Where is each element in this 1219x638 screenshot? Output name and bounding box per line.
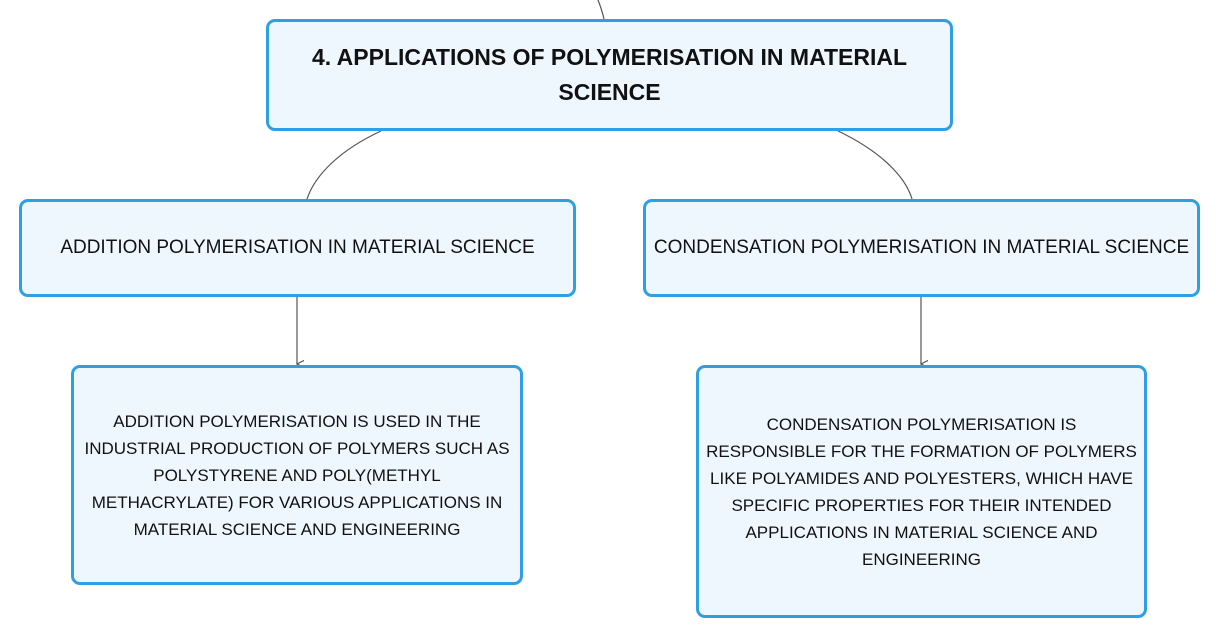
addition-polymerisation-detail-node[interactable]: ADDITION POLYMERISATION IS USED IN THE I…	[71, 365, 523, 585]
addition-polymerisation-node[interactable]: ADDITION POLYMERISATION IN MATERIAL SCIE…	[19, 199, 576, 297]
addition-polymerisation-title: ADDITION POLYMERISATION IN MATERIAL SCIE…	[60, 237, 535, 258]
condensation-polymerisation-node[interactable]: CONDENSATION POLYMERISATION IN MATERIAL …	[643, 199, 1200, 297]
condensation-polymerisation-title: CONDENSATION POLYMERISATION IN MATERIAL …	[653, 237, 1190, 258]
root-topic-text: 4. APPLICATIONS OF POLYMERISATION IN MAT…	[311, 44, 908, 105]
connector-root-to-condensation	[837, 130, 913, 200]
root-topic-node[interactable]: 4. APPLICATIONS OF POLYMERISATION IN MAT…	[266, 19, 953, 131]
connector-root-to-addition	[306, 130, 382, 200]
addition-polymerisation-detail-text: ADDITION POLYMERISATION IS USED IN THE I…	[84, 411, 510, 539]
condensation-polymerisation-detail-node[interactable]: CONDENSATION POLYMERISATION IS RESPONSIB…	[696, 365, 1147, 618]
connector-incoming	[597, 0, 605, 20]
condensation-polymerisation-detail-text: CONDENSATION POLYMERISATION IS RESPONSIB…	[706, 414, 1137, 569]
